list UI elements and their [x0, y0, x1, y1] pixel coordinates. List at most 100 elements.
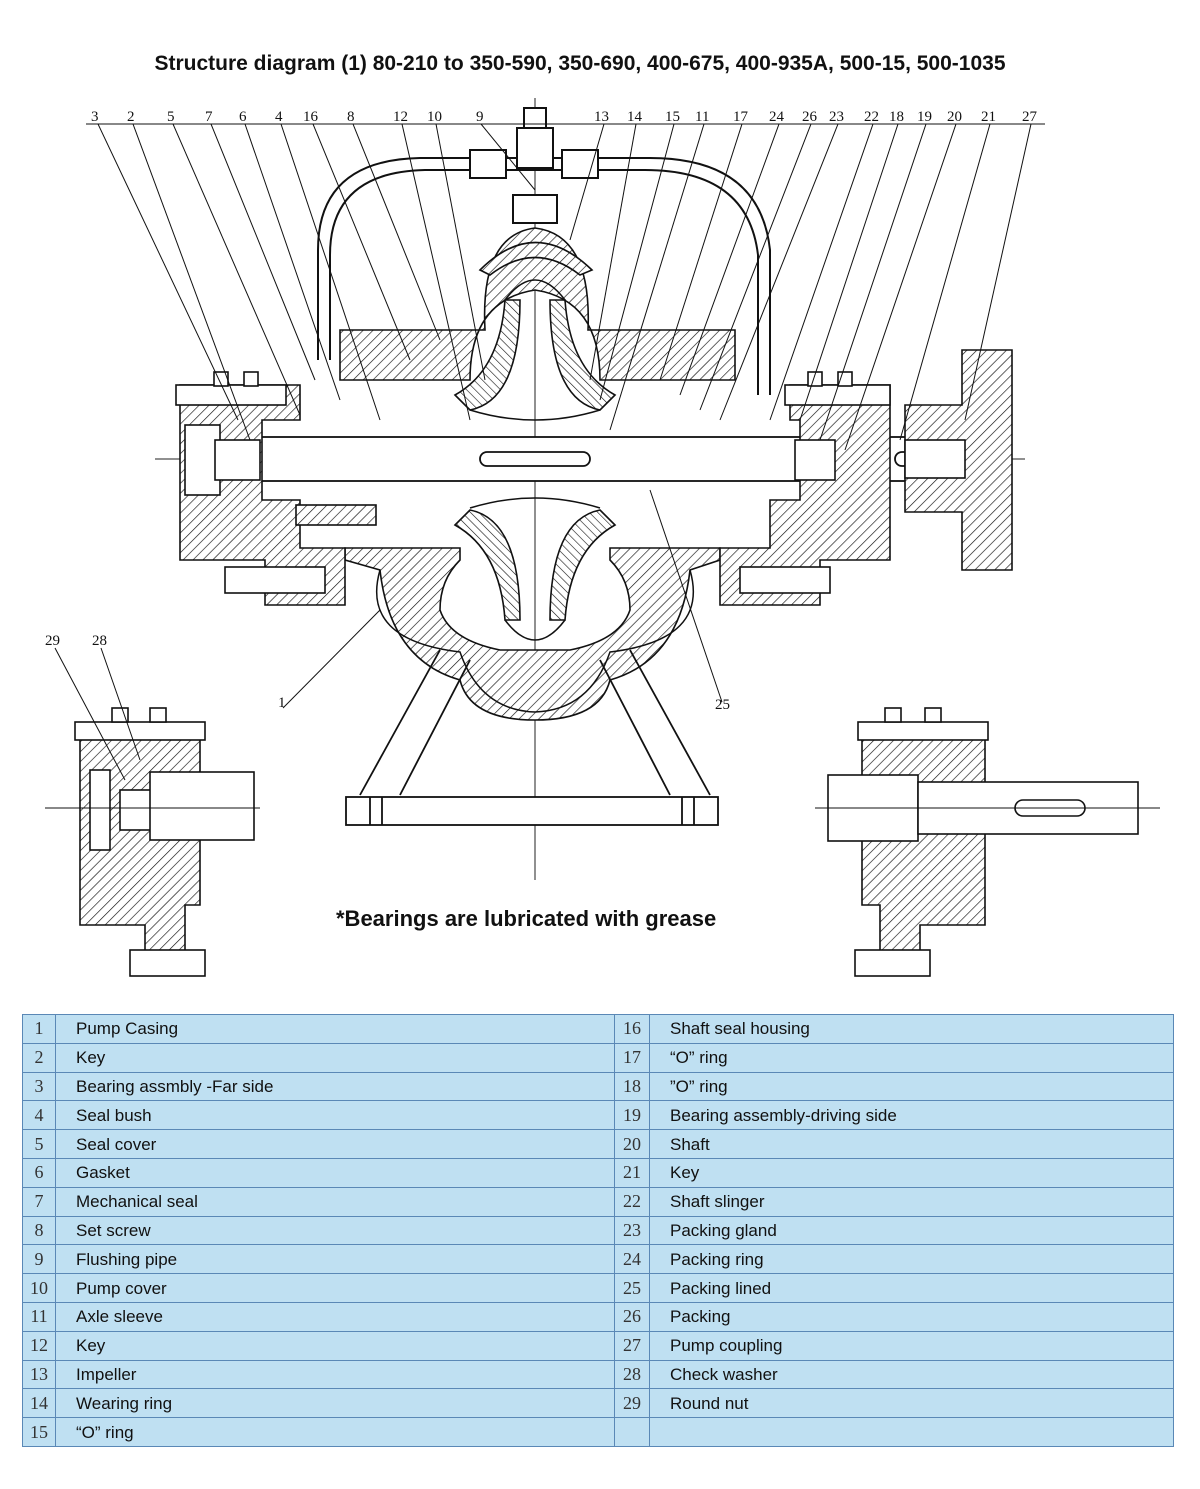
- left-bearing-detail: [45, 707, 260, 977]
- part-name: Key: [649, 1157, 1174, 1188]
- part-number: 4: [22, 1100, 56, 1131]
- callout-26: 26: [802, 109, 818, 125]
- part-name: Axle sleeve: [55, 1301, 615, 1332]
- callout-12: 12: [393, 109, 408, 125]
- impeller-section: [453, 299, 617, 621]
- part-number: 10: [22, 1273, 56, 1303]
- part-number: 7: [22, 1186, 56, 1217]
- callout-16: 16: [303, 109, 319, 125]
- part-number: 29: [614, 1388, 650, 1419]
- part-number: 27: [614, 1330, 650, 1361]
- part-number: 11: [22, 1301, 56, 1332]
- part-name: Pump coupling: [649, 1330, 1174, 1361]
- part-name: Flushing pipe: [55, 1244, 615, 1275]
- part-name: “O” ring: [55, 1417, 615, 1447]
- leader-lines: [54, 123, 1032, 781]
- part-name: Shaft seal housing: [649, 1014, 1174, 1044]
- part-name: Packing: [649, 1301, 1174, 1332]
- part-name: Impeller: [55, 1359, 615, 1390]
- callout-5: 5: [167, 109, 175, 125]
- part-number: 28: [614, 1359, 650, 1390]
- part-name: Mechanical seal: [55, 1186, 615, 1217]
- callout-25: 25: [715, 697, 730, 713]
- callout-21: 21: [981, 109, 996, 125]
- callout-23: 23: [829, 109, 844, 125]
- table-row: 15“O” ring: [22, 1417, 1174, 1447]
- callout-8: 8: [347, 109, 355, 125]
- part-name: Pump cover: [55, 1273, 615, 1303]
- pump-coupling: [904, 349, 1013, 571]
- part-number: 21: [614, 1157, 650, 1188]
- callout-22: 22: [864, 109, 879, 125]
- part-number: 20: [614, 1129, 650, 1159]
- part-number: 12: [22, 1330, 56, 1361]
- part-number: 23: [614, 1215, 650, 1246]
- callout-9: 9: [476, 109, 484, 125]
- part-name: Bearing assmbly -Far side: [55, 1071, 615, 1102]
- callout-2: 2: [127, 109, 135, 125]
- callout-3: 3: [91, 109, 99, 125]
- callout-4: 4: [275, 109, 283, 125]
- part-number: 16: [614, 1014, 650, 1044]
- right-bearing-housing: [719, 371, 891, 606]
- part-number: 25: [614, 1273, 650, 1303]
- callout-11: 11: [695, 109, 709, 125]
- callout-labels: 3 2 5 7 6 4 16 8 12 10 9 13 14 15 11 17 …: [45, 109, 1038, 713]
- callout-18: 18: [889, 109, 904, 125]
- part-number: 2: [22, 1042, 56, 1073]
- pump-base: [345, 649, 719, 826]
- part-name: ”O” ring: [649, 1071, 1174, 1102]
- part-name: Bearing assembly-driving side: [649, 1100, 1174, 1131]
- part-name: Set screw: [55, 1215, 615, 1246]
- callout-20: 20: [947, 109, 962, 125]
- callout-10: 10: [427, 109, 442, 125]
- part-number: 1: [22, 1014, 56, 1044]
- left-bearing-housing: [175, 371, 377, 606]
- part-number: 26: [614, 1301, 650, 1332]
- pump-cover-section: [339, 227, 736, 381]
- part-number: 14: [22, 1388, 56, 1419]
- part-number: 24: [614, 1244, 650, 1275]
- callout-24: 24: [769, 109, 785, 125]
- part-name: Key: [55, 1330, 615, 1361]
- part-number: 9: [22, 1244, 56, 1275]
- callout-1: 1: [278, 695, 286, 711]
- callout-13: 13: [594, 109, 609, 125]
- part-number: 13: [22, 1359, 56, 1390]
- part-name: Shaft: [649, 1129, 1174, 1159]
- callout-7: 7: [205, 109, 213, 125]
- part-name: Seal bush: [55, 1100, 615, 1131]
- part-name: Key: [55, 1042, 615, 1073]
- part-name: Packing gland: [649, 1215, 1174, 1246]
- callout-28: 28: [92, 633, 107, 649]
- part-number: 8: [22, 1215, 56, 1246]
- pump-structure-drawing: 3 2 5 7 6 4 16 8 12 10 9 13 14 15 11 17 …: [45, 98, 1160, 977]
- part-number: 19: [614, 1100, 650, 1131]
- part-name: Shaft slinger: [649, 1186, 1174, 1217]
- part-number: [614, 1417, 650, 1447]
- callout-14: 14: [627, 109, 643, 125]
- part-number: 3: [22, 1071, 56, 1102]
- part-name: Check washer: [649, 1359, 1174, 1390]
- part-name: Packing ring: [649, 1244, 1174, 1275]
- part-name: Gasket: [55, 1157, 615, 1188]
- diagram-title: Structure diagram (1) 80-210 to 350-590,…: [154, 52, 1006, 75]
- part-number: 18: [614, 1071, 650, 1102]
- part-name: Seal cover: [55, 1129, 615, 1159]
- part-name: Round nut: [649, 1388, 1174, 1419]
- part-name: [649, 1417, 1174, 1447]
- lubrication-note: *Bearings are lubricated with grease: [336, 906, 717, 931]
- part-number: 15: [22, 1417, 56, 1447]
